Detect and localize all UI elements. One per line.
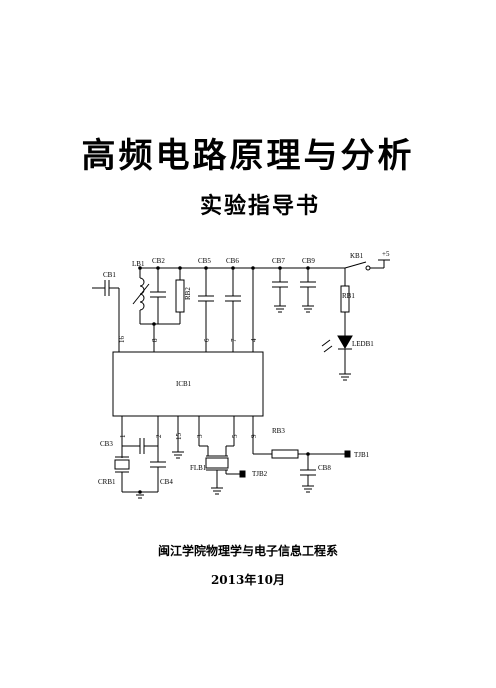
label-cb8: CB8	[318, 464, 331, 472]
publication-date: 2013年10月	[210, 573, 286, 587]
label-cb3: CB3	[100, 440, 113, 448]
label-cb9: CB9	[302, 257, 315, 265]
pin-5: 5	[231, 434, 239, 438]
document-title: 高频电路原理与分析	[81, 136, 415, 176]
pin-6: 6	[203, 338, 211, 342]
label-rb1: RB1	[342, 292, 355, 300]
pin-4: 4	[250, 338, 258, 342]
label-cb6: CB6	[226, 257, 239, 265]
department-name: 闽江学院物理学与电子信息工程系	[157, 544, 338, 558]
label-plus5: +5	[382, 250, 390, 258]
pin-1: 1	[119, 434, 127, 438]
label-icb1: ICB1	[176, 380, 192, 388]
pin-9: 9	[250, 434, 258, 438]
label-tjb1: TJB1	[354, 451, 370, 459]
label-ledb1: LEDB1	[352, 340, 374, 348]
label-cb1: CB1	[103, 271, 116, 279]
label-tjb2: TJB2	[252, 470, 268, 478]
pin-2: 2	[155, 434, 163, 438]
label-kb1: KB1	[350, 252, 364, 260]
label-cb4: CB4	[160, 478, 173, 486]
pin-16: 16	[118, 336, 126, 344]
pin-7: 7	[230, 338, 238, 342]
pin-8: 8	[151, 338, 159, 342]
label-cb7: CB7	[272, 257, 285, 265]
document-subtitle: 实验指导书	[199, 193, 320, 219]
pin-15: 15	[175, 433, 183, 441]
label-rb2: RB2	[184, 287, 192, 300]
pin-3: 3	[196, 434, 204, 438]
label-cb5: CB5	[198, 257, 211, 265]
label-cb2: CB2	[152, 257, 165, 265]
label-crb1: CRB1	[98, 478, 116, 486]
label-flb1: FLB1	[190, 464, 207, 472]
label-lb1: LB1	[132, 260, 145, 268]
label-rb3: RB3	[272, 427, 285, 435]
